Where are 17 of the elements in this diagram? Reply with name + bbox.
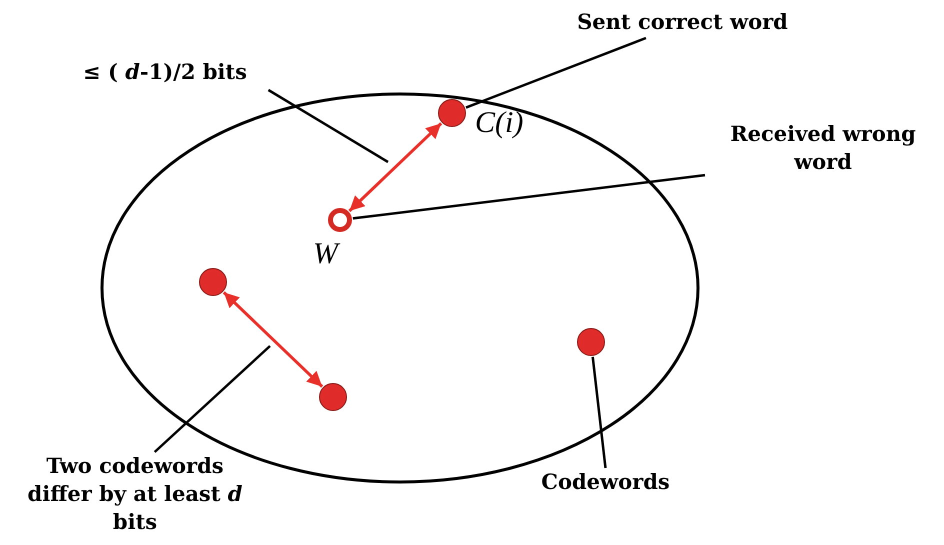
callout-text: Codewords (523, 468, 688, 498)
variable-label: W (313, 239, 338, 269)
callout-text: Sent correct word (575, 8, 790, 38)
leader-line (154, 345, 271, 453)
codeword-dot (199, 268, 227, 296)
callout-text: Received wrong word (705, 120, 941, 178)
leader-line (352, 174, 706, 220)
codeword-dot (319, 383, 347, 411)
leader-line (591, 356, 607, 468)
callout-text: Two codewords differ by at least d bits (12, 452, 258, 540)
double-arrow (222, 291, 324, 388)
variable-label: C(i) (475, 108, 524, 138)
callout-text: ≤ ( d-1)/2 bits (55, 58, 275, 90)
leader-line (466, 36, 646, 109)
codeword-dot (577, 328, 605, 356)
double-arrow (348, 122, 442, 212)
leader-line (268, 88, 389, 164)
